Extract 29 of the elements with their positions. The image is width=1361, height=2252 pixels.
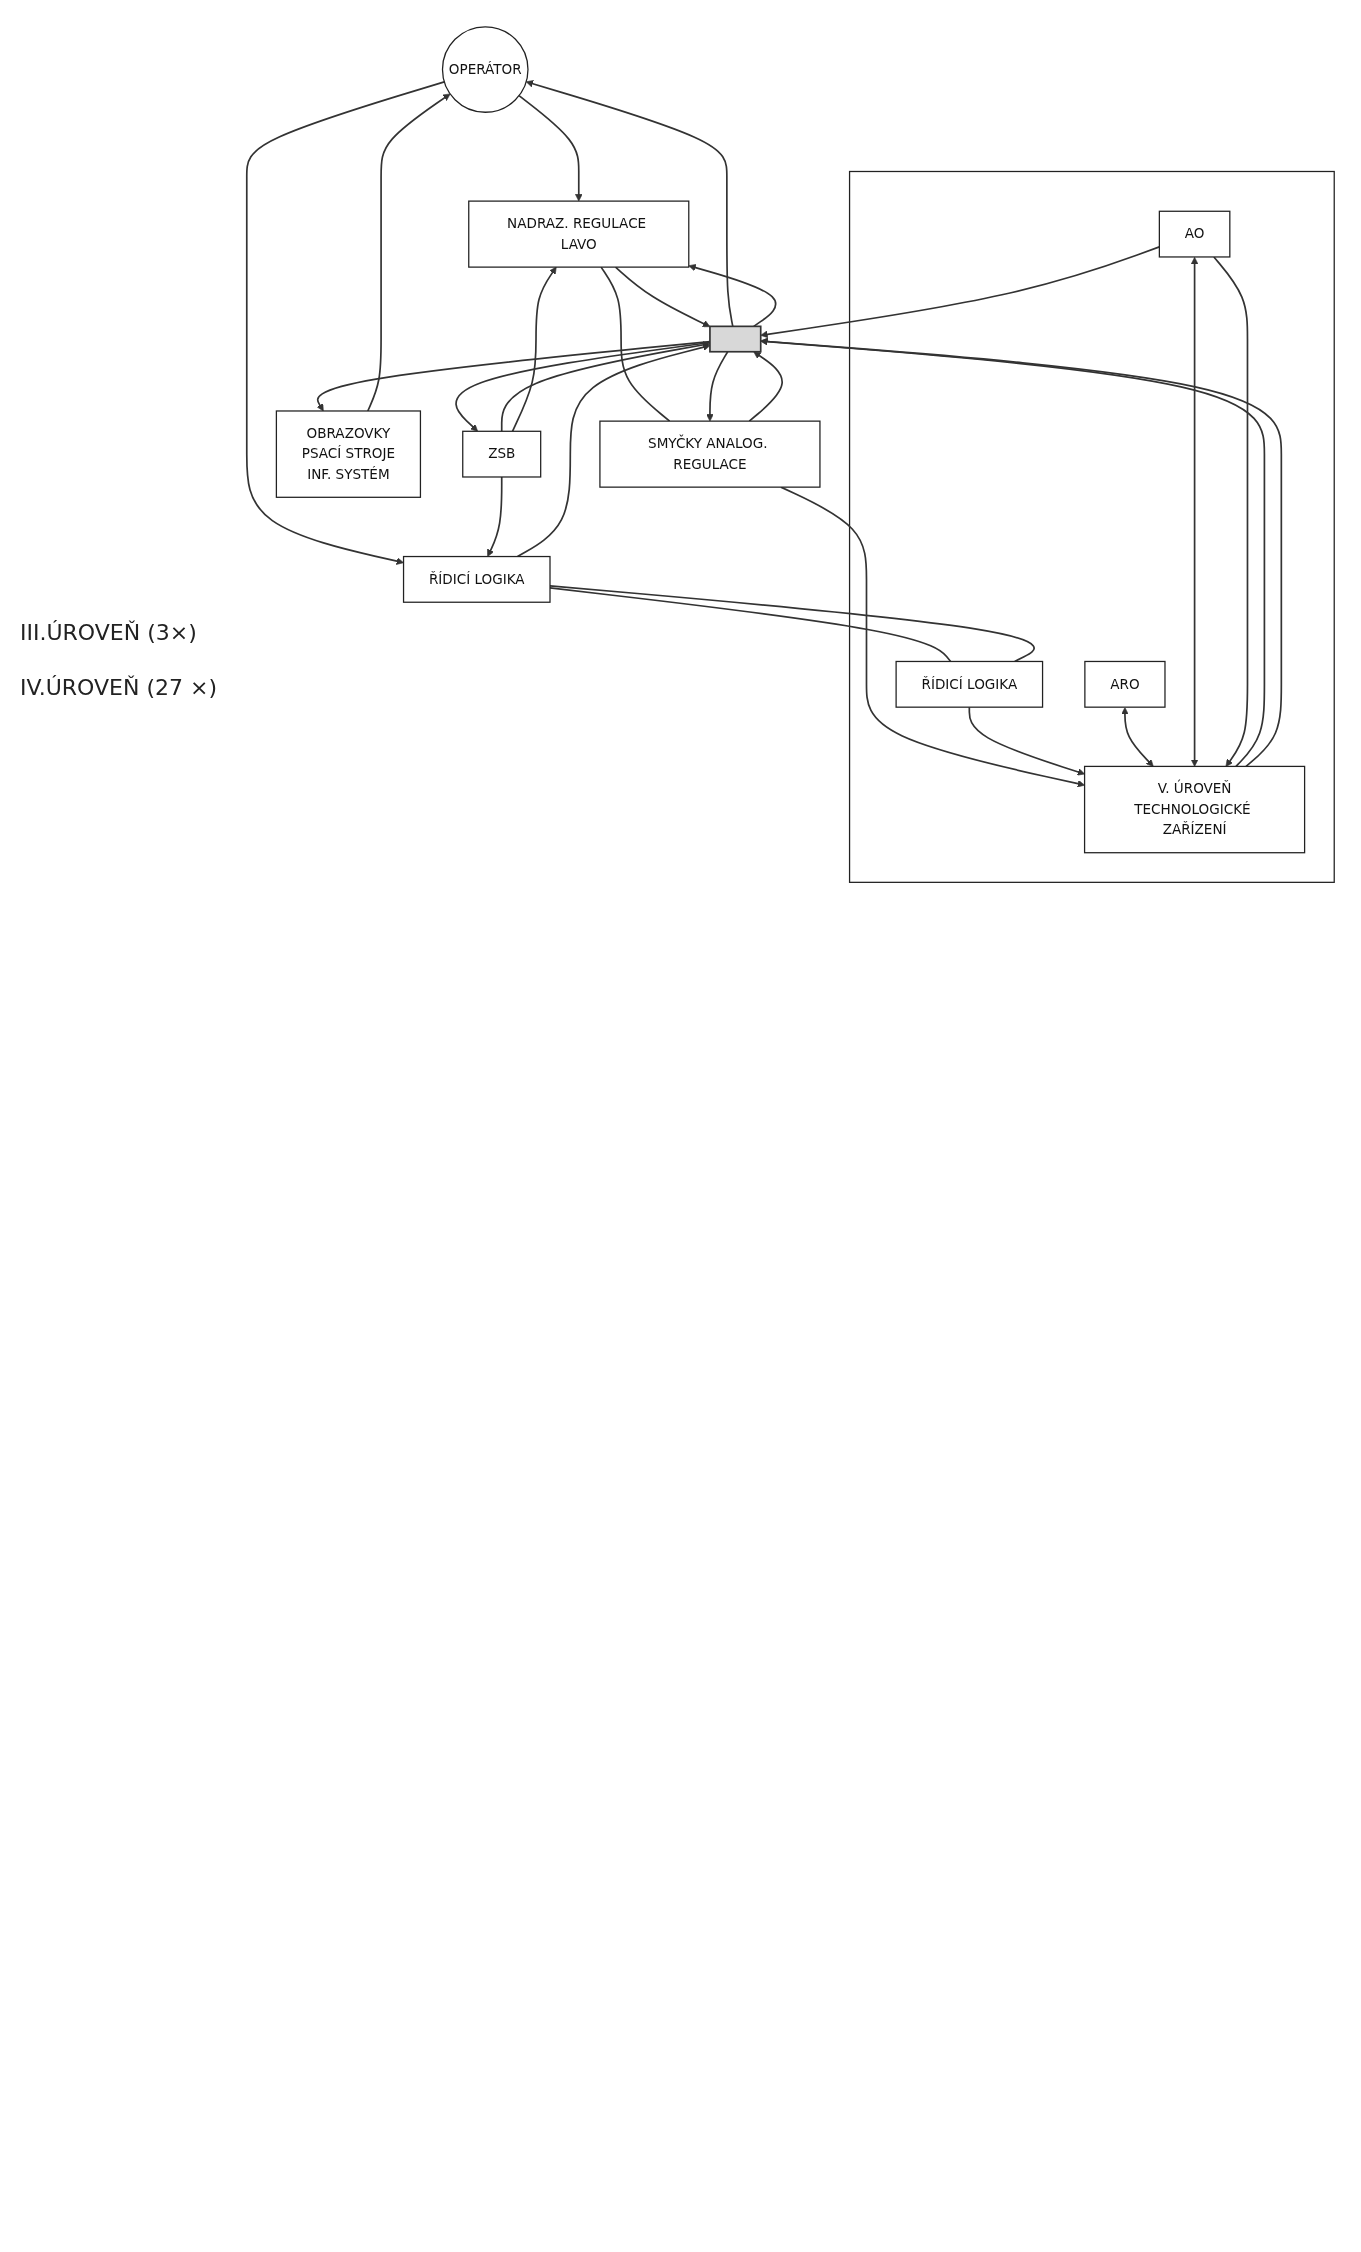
cluster: [848, 170, 1335, 883]
node-box: AO: [1158, 210, 1231, 258]
level-label: IV.ÚROVEŇ (27 ×): [20, 675, 218, 700]
connector-arrow: [487, 476, 503, 557]
node-box: V. ÚROVEŇ TECHNOLOGICKÉ ZAŘÍZENÍ: [1083, 765, 1306, 854]
connector-arrow: [688, 264, 777, 328]
connector-arrow: [1213, 256, 1249, 767]
node-box: NADRAZ. REGULACE LAVO: [468, 200, 690, 268]
connector-arrow: [614, 266, 711, 328]
connector-arrow: [748, 351, 783, 422]
connector-arrow: [245, 81, 446, 565]
connector-arrow: [366, 93, 451, 412]
node-circle: OPERÁTOR: [441, 26, 529, 113]
connector-arrow: [511, 266, 557, 433]
node-box: ZSB: [462, 430, 542, 478]
connector-arrow: [780, 486, 1085, 788]
level-label: III.ÚROVEŇ (3×): [20, 620, 198, 645]
connector-arrow: [1190, 256, 1199, 767]
node-box: OBRAZOVKY PSACÍ STROJE INF. SYSTÉM: [275, 410, 422, 498]
node-box: SMYČKY ANALOG. REGULACE: [599, 420, 821, 488]
connector-arrow: [525, 80, 734, 328]
connector-arrow: [706, 350, 729, 422]
node-box: ARO: [1084, 660, 1166, 708]
connector-arrow: [968, 706, 1085, 776]
connector-arrow: [1121, 707, 1154, 767]
connector-arrow: [518, 94, 583, 202]
node-box: ŘÍDICÍ LOGIKA: [895, 660, 1044, 708]
node-bar: [709, 325, 762, 353]
node-box: ŘÍDICÍ LOGIKA: [402, 555, 551, 603]
